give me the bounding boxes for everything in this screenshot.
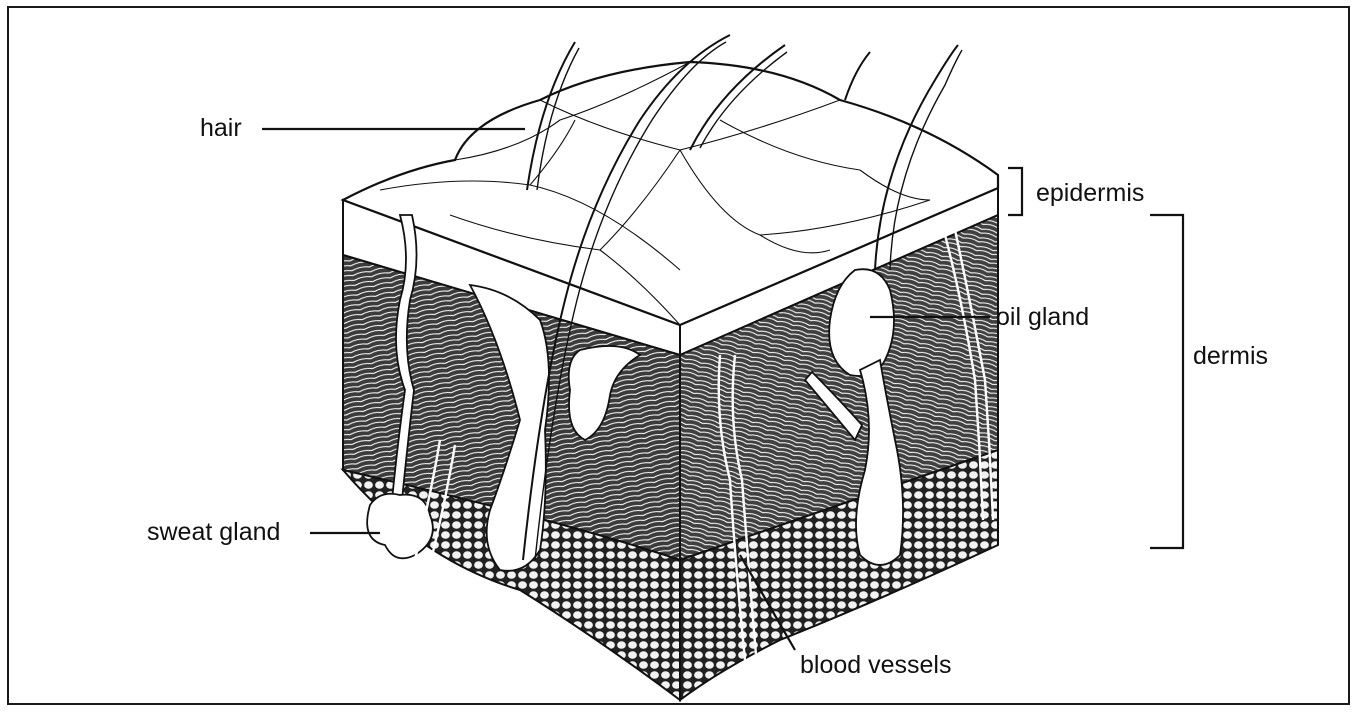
label-dermis: dermis xyxy=(1193,344,1268,369)
label-epidermis: epidermis xyxy=(1036,181,1144,206)
label-blood-vessels: blood vessels xyxy=(800,653,951,678)
label-hair: hair xyxy=(200,116,242,141)
dermis-bracket xyxy=(1150,215,1183,548)
hair-shaft-4 xyxy=(845,52,870,100)
label-sweat-gland: sweat gland xyxy=(147,520,280,545)
label-oil-gland: oil gland xyxy=(996,305,1089,330)
epidermis-bracket xyxy=(1008,168,1022,215)
